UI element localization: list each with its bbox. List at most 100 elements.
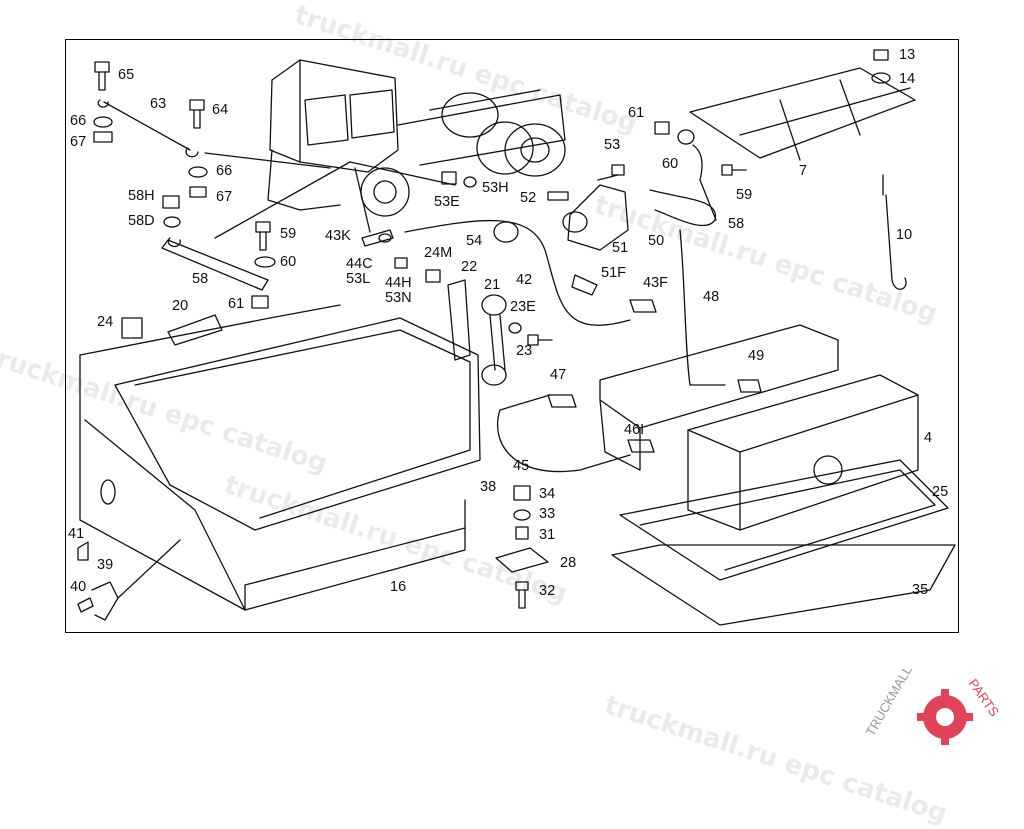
callout-25: 25 <box>932 484 949 500</box>
callout-60b: 60 <box>662 156 679 172</box>
callout-48: 48 <box>703 289 720 305</box>
link-20 <box>167 314 223 346</box>
truck-illustration <box>267 59 566 217</box>
strap-60 <box>692 144 717 221</box>
relay-51 <box>547 164 629 251</box>
callout-47: 47 <box>550 367 567 383</box>
clamp-49 <box>737 379 762 393</box>
rail-7 <box>689 67 916 161</box>
callout-53: 53 <box>604 137 621 153</box>
callout-63: 63 <box>150 96 167 112</box>
callout-28: 28 <box>560 555 577 571</box>
cable-63 <box>97 99 199 158</box>
callout-50: 50 <box>648 233 665 249</box>
callout-33: 33 <box>539 506 556 522</box>
callout-23E: 23E <box>510 299 536 315</box>
callout-58H: 58H <box>128 188 155 204</box>
callout-14: 14 <box>899 71 916 87</box>
callout-43K: 43K <box>325 228 351 244</box>
bushing-54 <box>493 221 519 243</box>
callout-59b: 59 <box>736 187 753 203</box>
nut-61-upper <box>654 121 670 135</box>
parts-diagram: 65 63 64 66 67 66 67 58H 58D 59 60 58 61… <box>0 0 1002 829</box>
bolt-59-upper <box>721 164 747 176</box>
callout-49: 49 <box>748 348 765 364</box>
cable-38 <box>496 394 631 473</box>
callout-22: 22 <box>461 259 478 275</box>
callout-51F: 51F <box>601 265 626 281</box>
callout-66: 66 <box>70 113 87 129</box>
cable-48 <box>679 229 726 386</box>
callout-64: 64 <box>212 102 229 118</box>
callout-4: 4 <box>924 430 933 446</box>
callout-67: 67 <box>70 134 87 150</box>
leader-lines <box>204 152 456 239</box>
callout-53E: 53E <box>434 194 460 210</box>
callout-40: 40 <box>70 579 87 595</box>
tray-25 <box>619 459 949 581</box>
callout-42: 42 <box>516 272 533 288</box>
battery-4 <box>687 374 919 531</box>
bracket-22 <box>447 279 471 361</box>
callout-53N: 53N <box>385 290 412 306</box>
hardware-31-34 <box>495 485 549 609</box>
clamp-46I <box>627 439 655 453</box>
callout-67b: 67 <box>216 189 233 205</box>
callout-53H: 53H <box>482 180 509 196</box>
strap-58 <box>161 237 269 291</box>
callout-46I: 46I <box>624 422 645 438</box>
washer-60-upper <box>677 129 695 145</box>
callout-52: 52 <box>520 190 537 206</box>
callout-20: 20 <box>172 298 189 314</box>
diagram-frame <box>65 39 959 633</box>
callout-65: 65 <box>118 67 135 83</box>
drawing <box>77 49 956 626</box>
callout-39: 39 <box>97 557 114 573</box>
cable-58-upper <box>649 189 717 227</box>
bolt-23 <box>527 334 553 346</box>
washers-66-67 <box>93 116 208 228</box>
clamp-43F <box>629 299 657 313</box>
battery-box <box>79 304 481 611</box>
bolt-59-lower <box>255 221 271 251</box>
gear-icon <box>917 689 973 745</box>
callout-61b: 61 <box>628 105 645 121</box>
callout-58b: 58 <box>728 216 745 232</box>
battery-rear <box>599 324 839 471</box>
cable-42 <box>404 219 631 326</box>
callout-24M: 24M <box>424 245 453 261</box>
callout-59: 59 <box>280 226 297 242</box>
callout-54: 54 <box>466 233 483 249</box>
callout-32: 32 <box>539 583 556 599</box>
nut-13 <box>873 49 889 61</box>
washer-14 <box>871 72 891 84</box>
callout-31: 31 <box>539 527 556 543</box>
callout-66b: 66 <box>216 163 233 179</box>
callout-58D: 58D <box>128 213 155 229</box>
bolt-64 <box>189 99 205 129</box>
pad-24 <box>121 317 143 339</box>
callout-34: 34 <box>539 486 556 502</box>
callout-10: 10 <box>896 227 913 243</box>
tray-35 <box>611 544 956 626</box>
callout-41: 41 <box>68 526 85 542</box>
callout-7: 7 <box>799 163 808 179</box>
washer-23E <box>508 322 522 334</box>
terminal-43K <box>361 229 394 247</box>
mount-21 <box>481 294 507 386</box>
callout-45: 45 <box>513 458 530 474</box>
callout-38: 38 <box>480 479 497 495</box>
callout-53L: 53L <box>346 271 371 287</box>
rod-10 <box>882 174 907 290</box>
logo-text-a: TRUCKMALL <box>863 663 915 739</box>
callout-44C: 44C <box>346 256 373 272</box>
callout-44H: 44H <box>385 275 412 291</box>
callout-13: 13 <box>899 47 916 63</box>
latch-39-41 <box>77 539 181 621</box>
callout-58: 58 <box>192 271 209 287</box>
clamp-47 <box>547 394 577 408</box>
callout-60: 60 <box>280 254 297 270</box>
terminal-51F <box>571 274 598 296</box>
callout-51: 51 <box>612 240 629 256</box>
bolt-65 <box>94 61 110 91</box>
